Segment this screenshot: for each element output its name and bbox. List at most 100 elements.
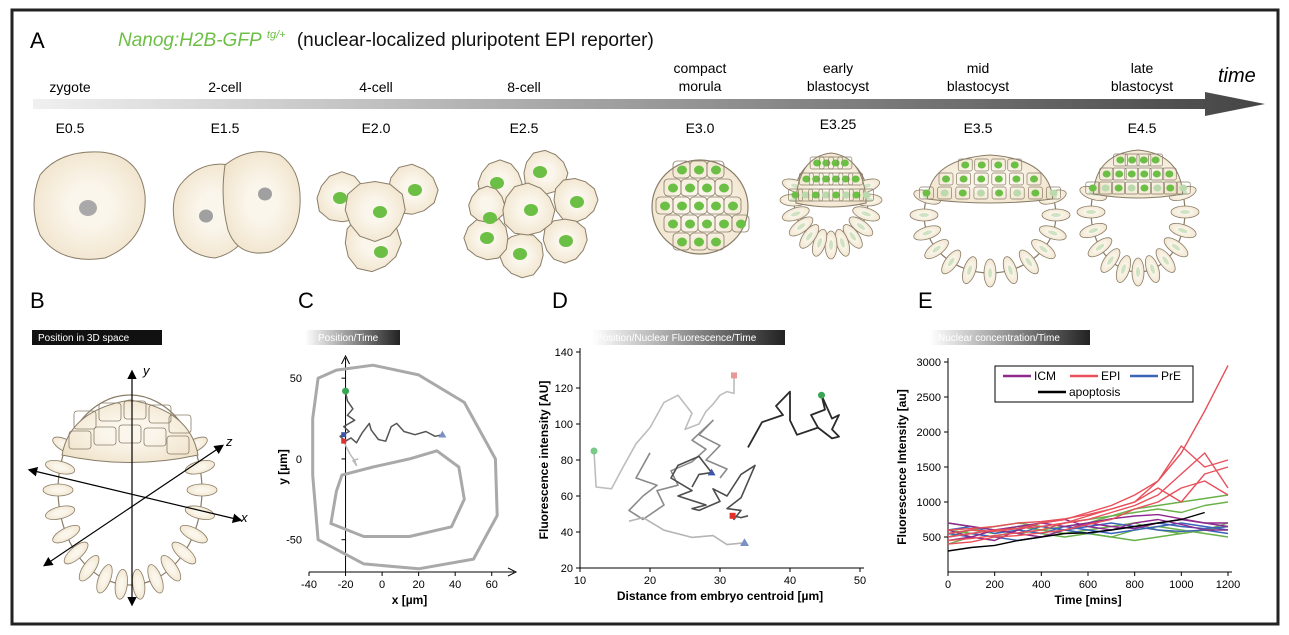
icm-nucleus [1101,184,1110,192]
stage-name-7: late [1131,60,1154,76]
icm-cell [1124,181,1139,195]
axis-y-label: y [142,363,151,378]
trophectoderm-nucleus [856,223,866,230]
track-mid [628,419,728,521]
icm-cell [937,186,952,200]
icm-nucleus [811,191,820,199]
morula-cell [731,214,750,233]
compact-morula [651,159,750,255]
x-tick-label: -20 [338,579,354,591]
y-tick-label: 20 [561,563,573,575]
stage-name-0: zygote [49,79,90,95]
nucleus [333,192,347,204]
late-blastocyst [1076,149,1200,287]
y-tick-label: 2000 [917,427,941,439]
z-axis-arrow [43,444,224,567]
icm-cell [1098,181,1114,195]
icm-nucleus [922,189,931,197]
morula-nucleus [702,183,712,193]
icm-nucleus [851,175,860,183]
trophectoderm-nucleus [1039,245,1048,253]
icm-nucleus [822,159,831,167]
icm-nucleus [842,191,851,199]
icm-cell [991,186,1007,200]
panel-b-letter: B [30,288,45,313]
icm-cell [1124,167,1140,181]
icm-nucleus [977,175,986,183]
y-tick-label: 140 [555,347,573,359]
legend-label: PrE [1161,369,1181,383]
trophectoderm-nucleus [1136,267,1140,277]
nucleus [408,184,422,196]
icm-nucleus [831,159,840,167]
trophectoderm-nucleus [839,238,845,248]
nucleus [524,204,538,216]
icm-cell [73,410,97,430]
track-start-marker [818,391,825,399]
x-tick-label: 1000 [1169,579,1193,591]
icm-nucleus [1088,184,1097,192]
y-tick-label: 0 [296,454,302,466]
icm-cell [1162,181,1178,195]
figure-border [10,8,1280,626]
trophectoderm-nucleus [1171,243,1181,251]
icm-cell [1136,153,1152,167]
panel-c-tag-bg [305,330,400,345]
morula-nucleus [668,183,678,193]
trophectoderm-nucleus [861,211,871,217]
morula-nucleus [711,201,721,211]
icm-nucleus [1031,189,1040,197]
icm-cell [1009,186,1025,200]
icm-cell [990,158,1006,172]
icm-nucleus [1139,156,1148,164]
inner-cell-mass [926,154,1054,204]
icm-nucleus [832,191,841,199]
y-tick-label: 1000 [917,497,941,509]
panel-e-letter: E [918,288,933,313]
morula-nucleus [711,237,721,247]
zygote-nucleus [79,200,97,216]
start-marker-light [590,447,598,455]
x-tick-label: 600 [1079,579,1097,591]
icm-nucleus [791,191,800,199]
x-tick-label: 200 [985,579,1003,591]
track-black [747,390,840,448]
icm-cell [919,186,934,200]
x-axis-label: x [µm] [392,593,428,607]
trophectoderm-nucleus [1007,265,1013,275]
x-tick-label: 20 [644,575,656,587]
series-EPI-0 [947,365,1229,538]
trophectoderm-nucleus [1162,256,1169,265]
icm-cell [1111,167,1127,181]
morula-nucleus [685,183,695,193]
icm-cell [848,172,864,186]
reporter-superscript: tg/+ [267,29,286,41]
icm-nucleus [813,159,822,167]
legend-box [994,365,1194,403]
x-tick-label: 20 [413,579,425,591]
icm-cell [148,404,172,424]
series-ICM-5 [947,518,1228,542]
trophectoderm-nucleus [1086,210,1096,214]
stage-day-1: E1.5 [211,120,240,136]
morula-nucleus [702,219,712,229]
icm-nucleus [1165,170,1174,178]
cell-track-tail [343,440,359,467]
y-tick-label: 120 [555,383,573,395]
icm-nucleus [802,175,811,183]
stage-day-2: E2.0 [362,120,391,136]
icm-cell [974,158,990,172]
axis-x-label: x [240,510,248,525]
panel-e-tag-bg [930,330,1090,345]
time-arrow [33,92,1265,116]
two-cell-nucleus [199,209,213,223]
trophectoderm-nucleus [988,268,992,278]
trophectoderm-nucleus [829,240,833,250]
trophectoderm-nucleus [817,238,823,248]
icm-nucleus [994,175,1003,183]
stage-day-5: E3.25 [820,116,857,132]
time-label: time [1218,65,1256,87]
icm-nucleus [1030,175,1038,183]
legend-label: apoptosis [1069,385,1120,399]
icm-nucleus [1152,170,1161,178]
